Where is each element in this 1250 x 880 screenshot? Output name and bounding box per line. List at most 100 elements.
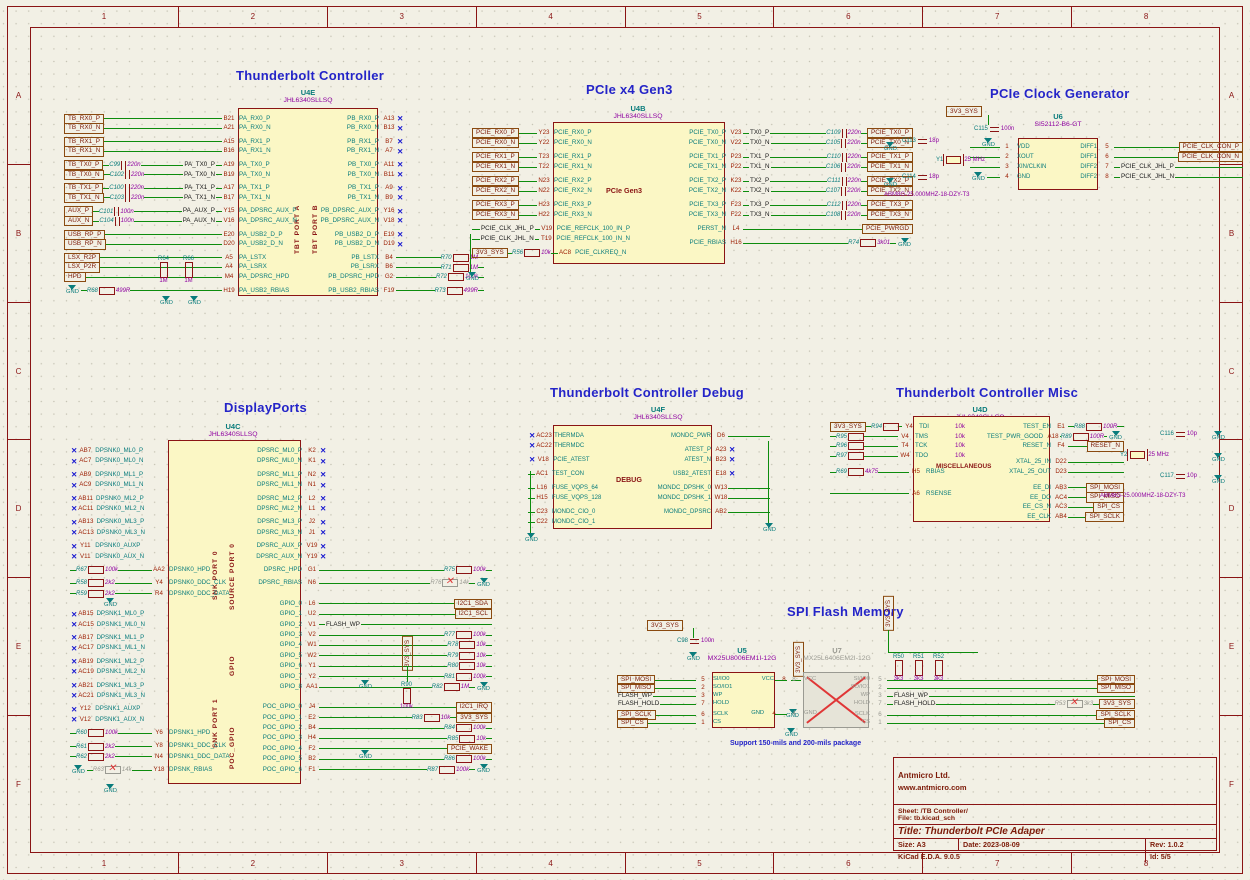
wire[interactable] xyxy=(319,758,325,760)
ic-body-dnp[interactable] xyxy=(803,672,869,728)
wire[interactable] xyxy=(118,569,146,571)
wire[interactable] xyxy=(110,127,216,129)
wire[interactable] xyxy=(864,436,899,438)
wire-label[interactable]: TX0_P xyxy=(750,128,770,136)
wire[interactable] xyxy=(1175,176,1243,178)
wire[interactable] xyxy=(486,758,492,760)
wire[interactable] xyxy=(360,624,486,626)
wire[interactable] xyxy=(887,695,893,697)
wire[interactable] xyxy=(146,569,152,571)
net-label[interactable]: PCIE_RX1_N xyxy=(472,161,520,173)
power-label[interactable]: 3V3_SYS xyxy=(946,106,982,117)
wire[interactable] xyxy=(888,630,889,652)
wire[interactable] xyxy=(770,142,826,144)
wire[interactable] xyxy=(1114,176,1120,178)
wire[interactable] xyxy=(476,228,480,230)
wire[interactable] xyxy=(146,593,152,595)
wire[interactable] xyxy=(728,511,770,513)
wire[interactable] xyxy=(525,142,531,144)
wire[interactable] xyxy=(860,142,867,144)
net-label[interactable]: PCIE_PWRGD xyxy=(862,223,913,235)
wire[interactable] xyxy=(105,243,112,245)
net-label[interactable]: AUX_N xyxy=(64,215,94,227)
gnd-symbol[interactable]: GND xyxy=(477,681,490,693)
load-cap[interactable]: C117 10p xyxy=(1160,473,1197,479)
wire[interactable] xyxy=(216,257,222,259)
wire[interactable] xyxy=(105,234,112,236)
wire-label[interactable]: FLASH_HOLD xyxy=(618,699,660,707)
net-label[interactable]: PCIE_TX3_N xyxy=(866,209,913,221)
wire[interactable] xyxy=(402,267,441,269)
wire[interactable] xyxy=(216,118,222,120)
component-designator-dnp[interactable]: U7 MX25L6406EM2I-12G xyxy=(787,646,887,663)
wire[interactable] xyxy=(325,665,448,667)
wire[interactable] xyxy=(531,156,537,158)
wire-label[interactable]: FLASH_WP xyxy=(618,691,652,699)
series-passive[interactable]: R6314k xyxy=(93,764,132,775)
wire[interactable] xyxy=(887,679,893,681)
gnd-symbol[interactable]: GND xyxy=(66,285,79,296)
wire[interactable] xyxy=(1117,426,1124,428)
wire[interactable] xyxy=(216,243,222,245)
net-label[interactable]: SPI_SCLK xyxy=(1085,512,1124,523)
wire[interactable] xyxy=(319,748,325,750)
wire[interactable] xyxy=(528,497,535,499)
wire[interactable] xyxy=(325,676,444,678)
wire[interactable] xyxy=(325,613,449,615)
wire[interactable] xyxy=(743,142,749,144)
ic-body[interactable] xyxy=(168,440,301,784)
wire[interactable] xyxy=(1090,687,1097,689)
wire[interactable] xyxy=(1068,461,1074,463)
wire[interactable] xyxy=(100,267,107,269)
wire[interactable] xyxy=(1129,695,1135,697)
wire[interactable] xyxy=(936,703,1055,705)
net-label[interactable]: TB_TX1_N xyxy=(64,192,104,204)
wire[interactable] xyxy=(319,717,325,719)
pullup-resistors[interactable]: R50 3k3 R51 3k3 R52 3k3 xyxy=(893,654,944,682)
wire[interactable] xyxy=(216,141,222,143)
wire[interactable] xyxy=(553,252,559,254)
decoupling-cap[interactable]: C115 100n xyxy=(974,126,1014,132)
wire[interactable] xyxy=(143,187,184,189)
wire[interactable] xyxy=(144,174,183,176)
net-label[interactable]: TB_RX0_N xyxy=(64,123,105,134)
series-passive[interactable]: R533k3 xyxy=(1055,698,1093,708)
wire[interactable] xyxy=(1068,426,1074,428)
wire[interactable] xyxy=(476,238,480,240)
wire[interactable] xyxy=(865,426,872,428)
wire[interactable] xyxy=(1074,506,1094,508)
wire[interactable] xyxy=(860,180,867,182)
gnd-symbol[interactable]: GND xyxy=(898,237,911,249)
net-label[interactable]: TB_RX1_N xyxy=(64,146,105,157)
wire[interactable] xyxy=(860,204,867,206)
load-cap[interactable]: C114 18p xyxy=(902,174,939,180)
wire[interactable] xyxy=(652,695,696,697)
wire[interactable] xyxy=(319,665,325,667)
wire[interactable] xyxy=(325,748,441,750)
net-label[interactable]: RESET_N xyxy=(1086,441,1124,452)
wire[interactable] xyxy=(530,471,531,533)
wire[interactable] xyxy=(486,727,492,729)
wire[interactable] xyxy=(91,276,216,278)
wire[interactable] xyxy=(768,441,769,523)
wire[interactable] xyxy=(407,666,408,682)
wire[interactable] xyxy=(1090,714,1097,716)
gnd-symbol[interactable]: GND xyxy=(466,272,479,283)
wire[interactable] xyxy=(325,738,448,740)
wire[interactable] xyxy=(970,166,1000,168)
wire[interactable] xyxy=(325,655,448,657)
wire[interactable] xyxy=(146,769,152,771)
wire[interactable] xyxy=(216,234,222,236)
ic-body[interactable] xyxy=(712,672,775,728)
wire[interactable] xyxy=(888,652,978,653)
net-label[interactable]: PCIE_RX2_P xyxy=(472,175,519,187)
wire[interactable] xyxy=(111,243,216,245)
